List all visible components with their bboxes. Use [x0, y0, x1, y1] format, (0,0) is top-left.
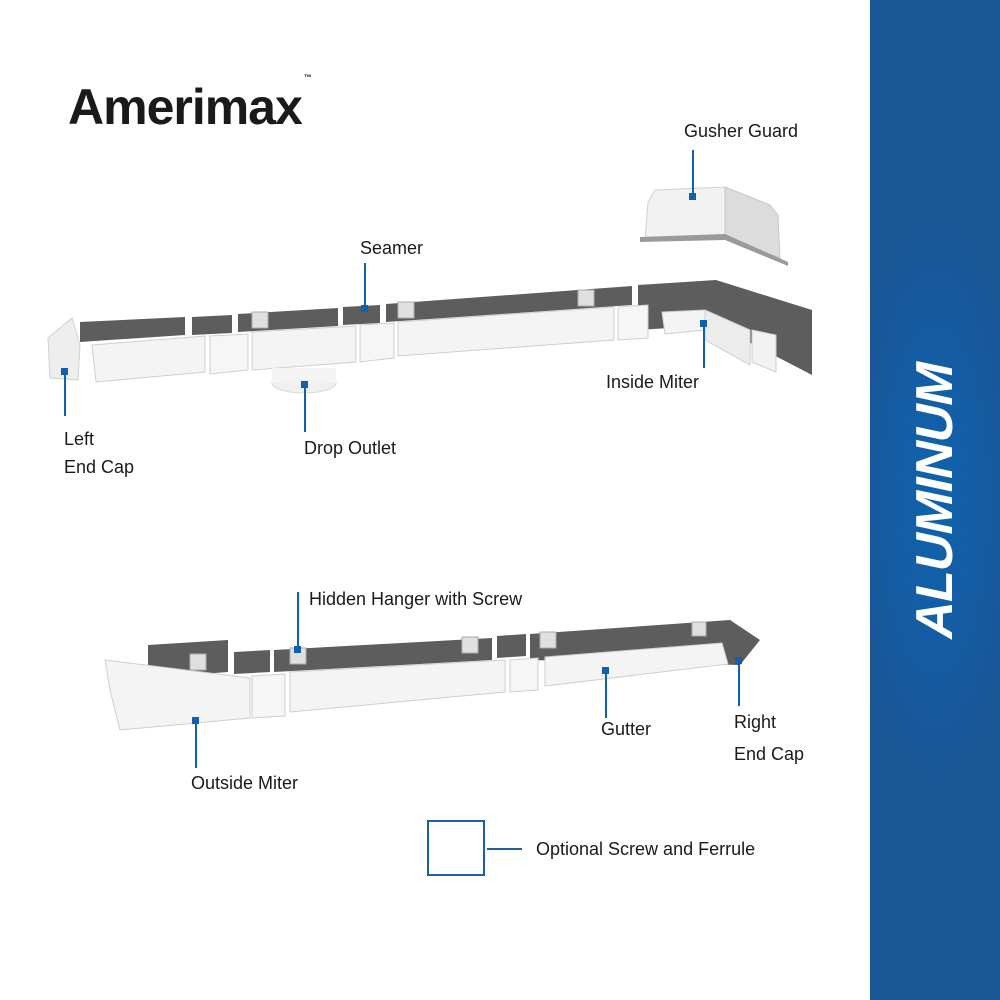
left-end-cap-label-line2: End Cap [64, 457, 135, 477]
trademark-symbol: ™ [303, 73, 312, 83]
hidden-hanger-marker [294, 646, 301, 653]
bottom-gutter-run [104, 620, 760, 731]
gutter-leader [605, 670, 607, 718]
drop-outlet-label: Drop Outlet [304, 438, 397, 458]
left-end-cap-leader [64, 372, 66, 416]
inside-miter-leader [703, 323, 705, 368]
outside-miter-label: Outside Miter [191, 773, 299, 793]
left-end-cap-label-line1: Left [64, 429, 95, 449]
gutter-system-illustration [47, 186, 812, 871]
screw-ferrule-box [427, 820, 485, 876]
right-end-cap-label-line1: Right [734, 712, 777, 732]
seamer-leader [364, 263, 366, 308]
seamer-label: Seamer [360, 238, 424, 258]
inside-miter-label: Inside Miter [606, 372, 700, 392]
left-end-cap-marker [61, 368, 68, 375]
brand-logo: Amerimax™ [68, 74, 312, 135]
brand-name: Amerimax [68, 79, 303, 135]
gusher-guard-label: Gusher Guard [684, 121, 799, 141]
top-gutter-run [47, 280, 812, 394]
outside-miter-marker [192, 717, 199, 724]
gusher-guard-leader [692, 150, 694, 195]
right-end-cap-marker [735, 657, 742, 664]
optional-screw-label: Optional Screw and Ferrule [536, 839, 756, 859]
hidden-hanger-label: Hidden Hanger with Screw [309, 589, 523, 609]
gusher-guard-illustration [640, 186, 788, 266]
gutter-marker [602, 667, 609, 674]
gutter-label: Gutter [601, 719, 652, 739]
gusher-guard-marker [689, 193, 696, 200]
screw-ferrule-leader [487, 848, 522, 850]
right-end-cap-label-line2: End Cap [734, 744, 805, 764]
drop-outlet-leader [304, 384, 306, 432]
drop-outlet-marker [301, 381, 308, 388]
hidden-hanger-leader [297, 592, 299, 650]
inside-miter-marker [700, 320, 707, 327]
right-end-cap-leader [738, 660, 740, 706]
material-label: ALUMINUM [906, 356, 964, 644]
seamer-marker [361, 305, 368, 312]
outside-miter-leader [195, 720, 197, 768]
material-sidebar: ALUMINUM [870, 0, 1000, 1000]
